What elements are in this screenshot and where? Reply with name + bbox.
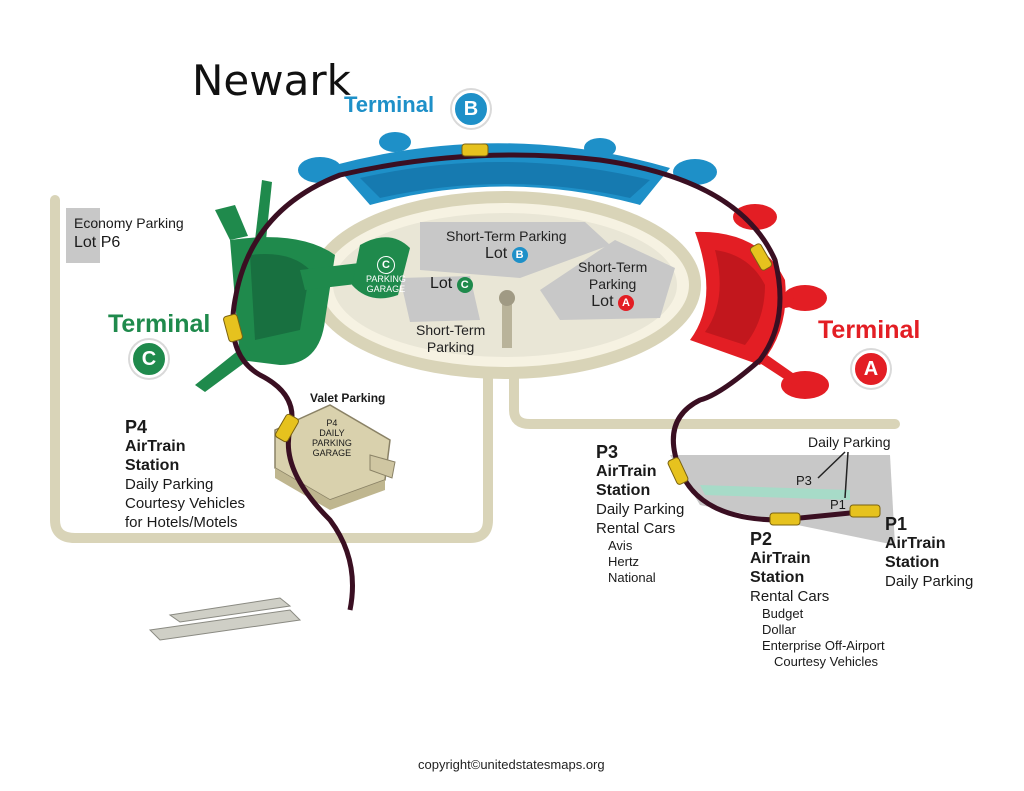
airtrain-cars: [223, 143, 881, 526]
south-road: [509, 365, 900, 429]
p4-garage-label: P4 DAILY PARKING GARAGE: [312, 418, 352, 458]
copyright-text: copyright©unitedstatesmaps.org: [418, 757, 605, 772]
control-tower: [502, 300, 512, 348]
short-term-lot-c-label: Short-Term Parking: [416, 322, 486, 355]
terminal-b-badge: B: [452, 90, 490, 128]
roads: [50, 195, 900, 543]
airtrain-platform: [148, 597, 302, 641]
p4-station-label: P4 AirTrain Station Daily Parking Courte…: [125, 417, 246, 532]
terminal-c-badge: C: [130, 340, 168, 378]
daily-parking-arrows: [817, 451, 849, 499]
short-term-lot-a-label: Short-Term Parking Lot A: [578, 259, 648, 311]
map-title: Newark: [192, 56, 351, 105]
p3-p1-lot-shape: [670, 455, 895, 545]
lot-c-badge: C: [456, 277, 473, 293]
p3-lot-label: P3: [796, 473, 812, 488]
p1-station-label: P1 AirTrain Station Daily Parking: [885, 514, 974, 591]
lot-c-label: Lot C: [430, 275, 473, 293]
p2-station-label: P2 AirTrain Station Rental Cars Budget D…: [750, 529, 885, 670]
short-term-lot-b-label: Short-Term Parking Lot B: [446, 228, 567, 263]
valet-parking-label: Valet Parking: [310, 391, 386, 405]
garage-c-badge: C: [376, 256, 395, 274]
daily-parking-callout: Daily Parking: [808, 434, 891, 450]
terminal-a-label: Terminal: [818, 316, 921, 344]
terminal-a-badge: A: [852, 350, 890, 388]
west-road: [50, 195, 493, 543]
parking-garage-label: C PARKING GARAGE: [366, 256, 406, 294]
economy-lot-p6-shape: [66, 208, 100, 263]
lot-b-badge: B: [511, 247, 528, 263]
short-term-lot-a-shape: [540, 240, 675, 320]
p4-garage-building: [274, 404, 396, 510]
economy-parking-label: Economy Parking Lot P6: [74, 215, 184, 251]
lot-a-badge: A: [617, 295, 634, 311]
terminal-b-label: Terminal: [344, 92, 435, 117]
p3-station-label: P3 AirTrain Station Daily Parking Rental…: [596, 442, 685, 586]
terminal-c-label: Terminal: [108, 310, 211, 338]
p1-lot-label: P1: [830, 497, 846, 512]
terminal-c-building: [195, 180, 410, 392]
